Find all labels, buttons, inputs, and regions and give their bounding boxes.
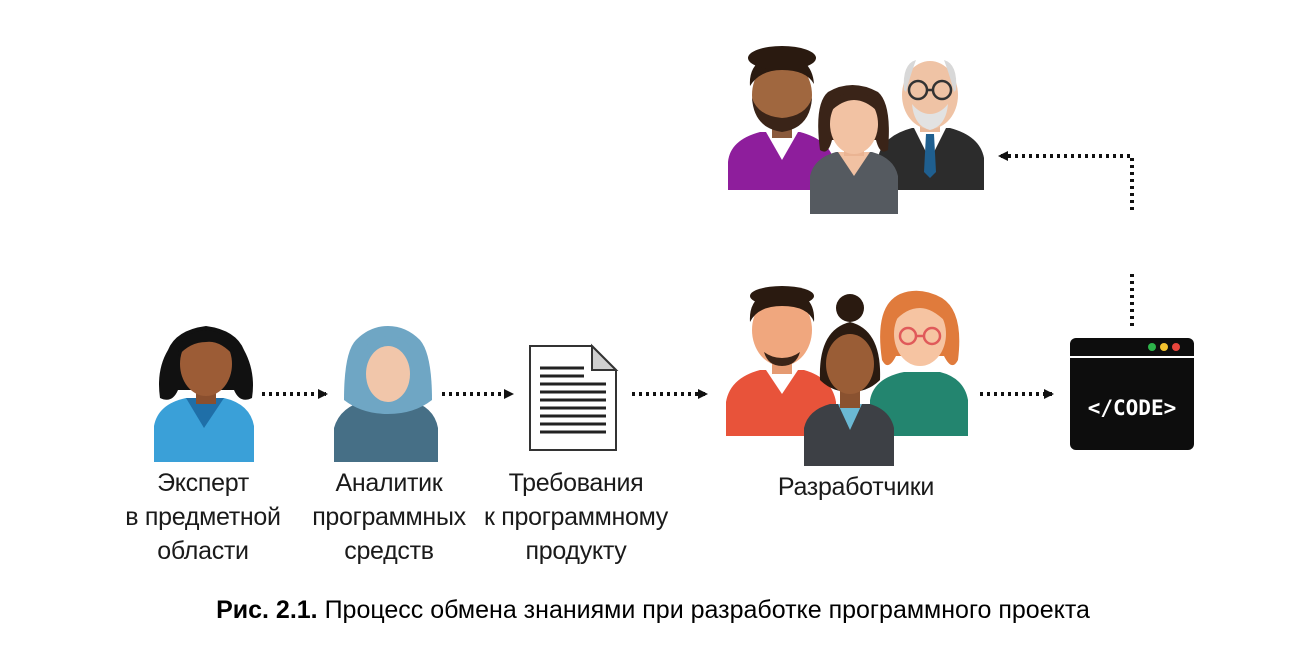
arrow-code-to-users-upper — [998, 151, 1134, 210]
analyst-icon — [334, 326, 438, 462]
developers-group-icon — [726, 286, 968, 466]
analyst-label-line: программных — [312, 503, 466, 531]
developers-label-line: Разработчики — [777, 473, 935, 501]
developers-label: Разработчики — [756, 470, 956, 504]
analyst-label-line: средств — [344, 537, 434, 565]
analyst-label-line: Аналитик — [335, 469, 443, 497]
requirements-label-line: продукту — [525, 537, 627, 565]
analyst-label: Аналитик программных средств — [296, 466, 482, 568]
expert-label-line: Эксперт — [157, 469, 249, 497]
expert-label-line: в предметной — [125, 503, 281, 531]
expert-icon — [154, 326, 254, 462]
expert-label: Эксперт в предметной области — [110, 466, 296, 568]
code-window-icon: </CODE> — [1070, 338, 1194, 450]
code-label: </CODE> — [1088, 396, 1177, 420]
figure-caption-text: Процесс обмена знаниями при разработке п… — [317, 596, 1090, 624]
expert-label-line: области — [157, 537, 249, 565]
figure-caption: Рис. 2.1. Процесс обмена знаниями при ра… — [0, 596, 1306, 625]
requirements-label: Требования к программному продукту — [476, 466, 676, 568]
document-icon — [529, 343, 619, 451]
requirements-label-line: Требования — [508, 469, 644, 497]
users-group-icon — [728, 46, 984, 214]
requirements-label-line: к программному — [483, 503, 668, 531]
figure-number: Рис. 2.1. — [216, 596, 318, 624]
